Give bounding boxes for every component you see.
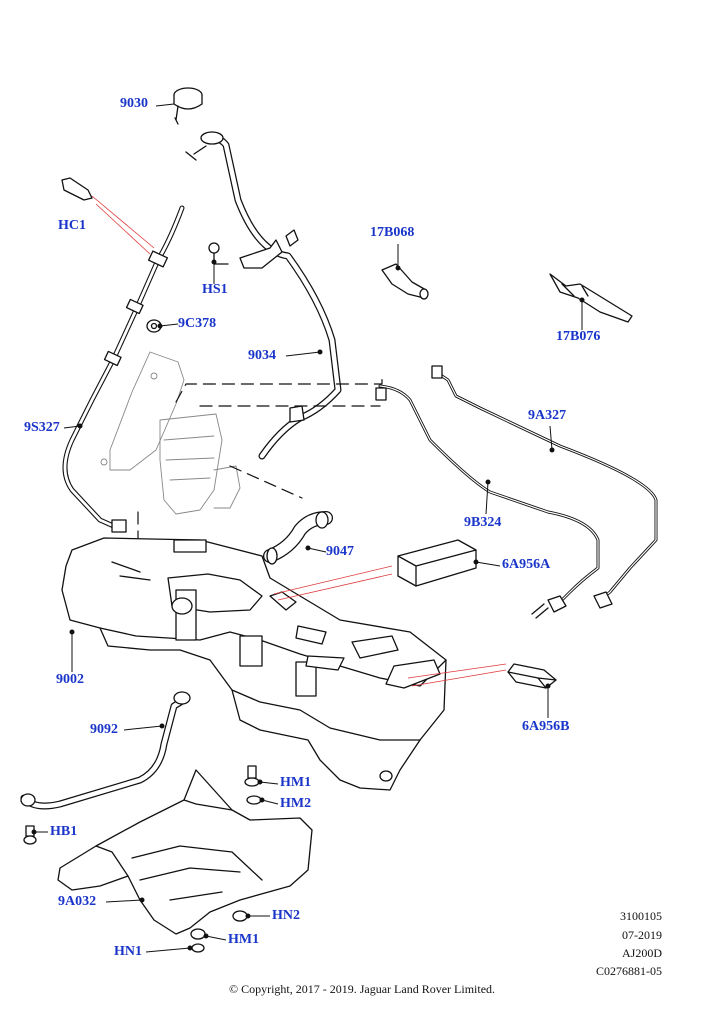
hose-9047-drawing (263, 511, 333, 565)
callout-9a032[interactable]: 9A032 (58, 894, 97, 909)
reference-code-1: 3100105 (620, 909, 662, 923)
screw-hs1-drawing (208, 242, 229, 265)
filler-cap-drawing (173, 87, 203, 125)
callout-9a327[interactable]: 9A327 (528, 408, 567, 423)
strap-9092-drawing (20, 691, 191, 810)
pad-6a956b-drawing (507, 663, 557, 689)
callout-hb1[interactable]: HB1 (50, 824, 78, 839)
fuel-tank-drawing (61, 537, 447, 791)
copyright-notice: © Copyright, 2017 - 2019. Jaguar Land Ro… (228, 982, 496, 996)
callout-hm1-upper[interactable]: HM1 (280, 775, 312, 790)
fuel-pump-module-drawing (100, 351, 241, 515)
dashed-guide-lines (137, 377, 383, 539)
red-leader-lines (91, 195, 507, 687)
callout-hc1[interactable]: HC1 (58, 218, 86, 233)
callout-6a956b[interactable]: 6A956B (522, 719, 570, 734)
part-17b068-drawing (381, 263, 429, 300)
callout-17b076[interactable]: 17B076 (556, 329, 601, 344)
fuel-lines-drawing (375, 365, 658, 619)
callout-leader-lines (31, 103, 585, 953)
callout-hm2[interactable]: HM2 (280, 796, 312, 811)
callout-9047[interactable]: 9047 (326, 544, 354, 559)
callout-6a956a[interactable]: 6A956A (502, 557, 551, 572)
clip-hc1-drawing (61, 177, 93, 201)
callout-17b068[interactable]: 17B068 (370, 225, 415, 240)
pad-6a956a-drawing (397, 539, 477, 587)
callout-9c378[interactable]: 9C378 (178, 316, 217, 331)
callout-hn2[interactable]: HN2 (272, 908, 300, 923)
callout-9030[interactable]: 9030 (120, 96, 148, 111)
callout-hm1-lower[interactable]: HM1 (228, 932, 260, 947)
part-17b076-drawing (549, 273, 633, 323)
callout-9002[interactable]: 9002 (56, 672, 84, 687)
callout-hs1[interactable]: HS1 (202, 282, 228, 297)
callout-9092[interactable]: 9092 (90, 722, 118, 737)
callout-hn1[interactable]: HN1 (114, 944, 142, 959)
reference-code-2: AJ200D (621, 946, 662, 960)
callout-9b324[interactable]: 9B324 (464, 515, 502, 530)
filler-neck-drawing (185, 131, 342, 460)
callout-9s327[interactable]: 9S327 (24, 420, 60, 435)
reference-date: 07-2019 (622, 928, 662, 942)
callout-9034[interactable]: 9034 (248, 348, 276, 363)
vent-hose-drawing (62, 205, 185, 533)
heat-shield-drawing (57, 769, 313, 935)
reference-code-3: C0276881-05 (596, 964, 662, 978)
